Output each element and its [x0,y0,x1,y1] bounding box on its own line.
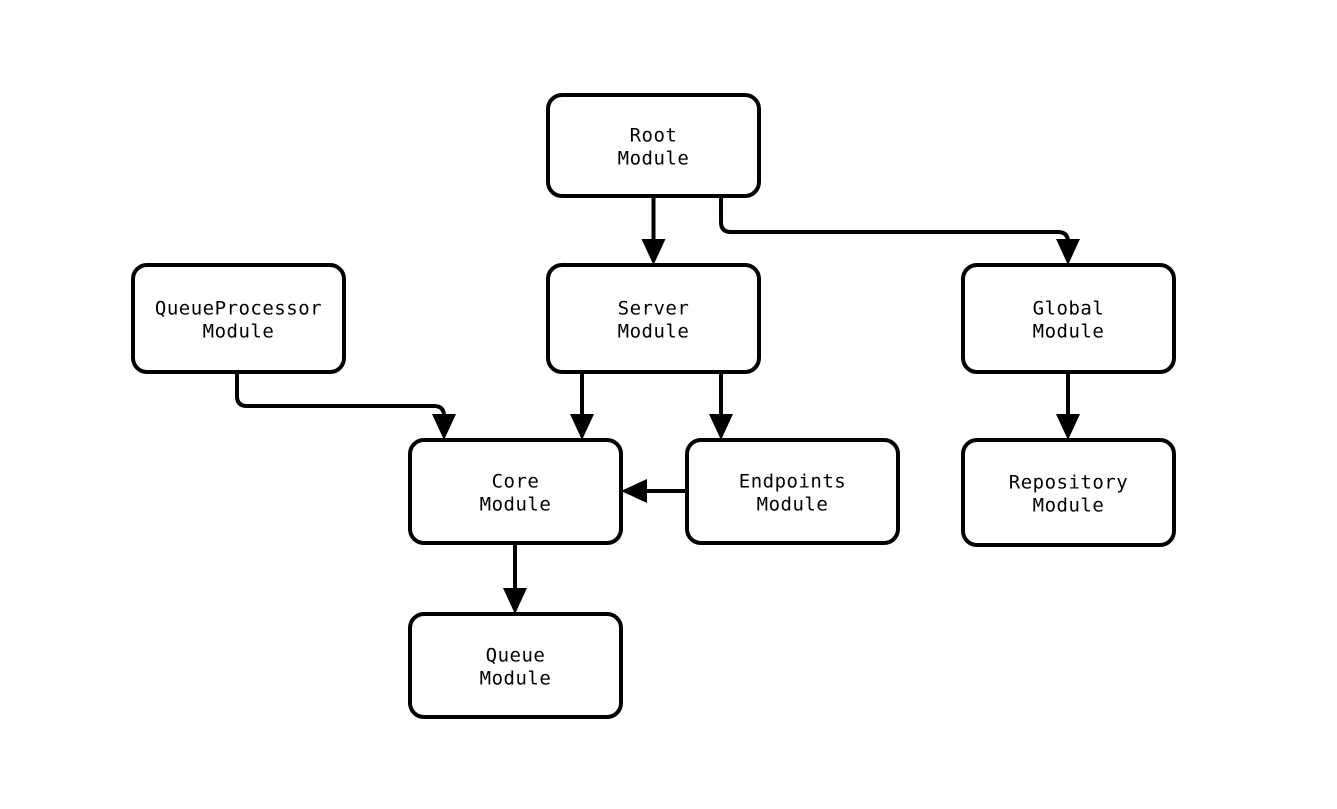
node-queueprocessor-module-label-line1: QueueProcessor [155,298,322,320]
node-global-module[interactable]: Global Module [961,263,1176,374]
node-root-module-box[interactable] [546,93,761,198]
edge-server-core [570,372,594,440]
edge-root-global-arrowhead [1056,239,1080,265]
edge-root-global-line [719,196,1070,250]
node-repository-module-label-line2: Module [1033,495,1105,517]
edge-server-core-arrowhead [570,414,594,440]
node-endpoints-module[interactable]: Endpoints Module [685,438,900,545]
node-queue-module-box[interactable] [408,612,623,719]
edge-layer [235,196,1080,614]
node-core-module-box[interactable] [408,438,623,545]
edge-core-queue-arrowhead [503,588,527,614]
edge-queueprocessor-core-arrowhead [432,414,456,440]
node-endpoints-module-label-line1: Endpoints [739,471,846,493]
node-repository-module-label-line1: Repository [1009,472,1128,494]
node-global-module-box[interactable] [961,263,1176,374]
node-core-module[interactable]: Core Module [408,438,623,545]
node-core-module-label-line1: Core [492,471,540,493]
edge-endpoints-core [621,479,687,503]
edge-root-server [641,196,666,265]
edge-endpoints-core-arrowhead [621,479,647,503]
node-endpoints-module-box[interactable] [685,438,900,545]
edge-core-queue [503,543,527,614]
edge-root-global [719,196,1080,265]
node-server-module-label-line2: Module [618,321,690,343]
node-global-module-label-line2: Module [1033,321,1105,343]
node-server-module[interactable]: Server Module [546,263,761,374]
edge-queueprocessor-core [235,372,456,440]
edge-server-endpoints-arrowhead [709,414,733,440]
node-queue-module-label-line1: Queue [486,645,546,667]
node-queueprocessor-module[interactable]: QueueProcessor Module [131,263,346,374]
node-global-module-label-line1: Global [1033,298,1105,320]
node-queueprocessor-module-box[interactable] [131,263,346,374]
edge-server-endpoints [709,372,733,440]
node-layer: Root Module QueueProcessor Module Server… [131,93,1176,719]
node-queueprocessor-module-label-line2: Module [203,321,275,343]
node-root-module-label-line1: Root [630,125,678,147]
node-repository-module[interactable]: Repository Module [961,438,1176,547]
node-endpoints-module-label-line2: Module [757,494,829,516]
edge-global-repository-arrowhead [1056,414,1080,440]
node-root-module-label-line2: Module [618,148,690,170]
node-server-module-label-line1: Server [618,298,690,320]
edge-root-server-arrowhead [641,239,666,265]
node-repository-module-box[interactable] [961,438,1176,547]
node-server-module-box[interactable] [546,263,761,374]
edge-global-repository [1056,372,1080,440]
node-queue-module[interactable]: Queue Module [408,612,623,719]
node-core-module-label-line2: Module [480,494,552,516]
node-root-module[interactable]: Root Module [546,93,761,198]
node-queue-module-label-line2: Module [480,668,552,690]
edge-queueprocessor-core-line [235,372,446,426]
